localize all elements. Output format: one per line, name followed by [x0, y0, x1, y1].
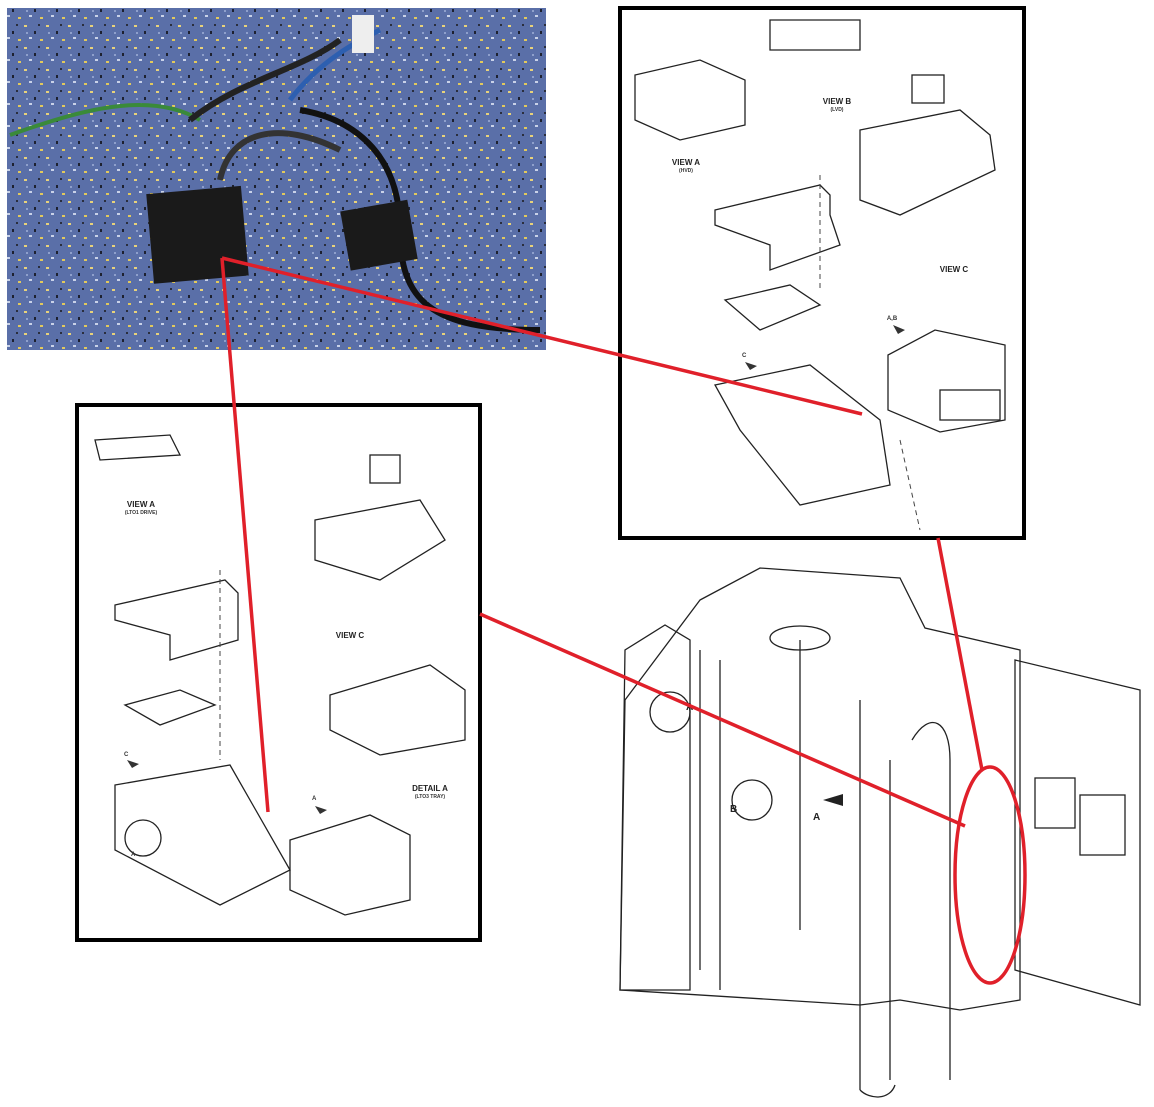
view-b-subtitle: (LVD) — [831, 107, 844, 113]
red-callout-lines — [220, 256, 1027, 985]
left-view-c-title: VIEW C — [336, 631, 365, 640]
view-a-subtitle: (HVD) — [679, 168, 693, 174]
view-a-title: VIEW A — [672, 158, 700, 167]
arrow-c-label: C — [742, 353, 747, 359]
arrow-ab-label: A,B — [887, 316, 898, 322]
left-arrow-c-icon — [127, 760, 139, 768]
detail-a-subtitle: (LTO3 TRAY) — [415, 794, 446, 800]
cabinet-arrow-a-icon — [823, 794, 843, 806]
arrow-c-icon — [745, 362, 757, 370]
left-view-a-title: VIEW A — [127, 500, 155, 509]
arrow-ab-icon — [893, 325, 905, 334]
left-arrow-a-icon — [315, 806, 327, 814]
cabinet-arrow-a-label: A — [813, 812, 820, 823]
callout-b-label: B — [730, 804, 737, 815]
view-b-title: VIEW B — [823, 97, 852, 106]
circle-a-label: A — [131, 852, 136, 858]
left-view-a-subtitle: (LTO1 DRIVE) — [125, 510, 158, 516]
top-exploded-view-panel: VIEW A (HVD) VIEW B (LVD) VIEW C A,B C — [618, 6, 1026, 540]
detail-a-title: DETAIL A — [412, 784, 448, 793]
left-arrow-a-label: A — [312, 796, 317, 802]
left-exploded-view-panel: VIEW A (LTO1 DRIVE) VIEW C DETAIL A (LTO… — [75, 403, 482, 942]
cable-harness-photo — [7, 8, 546, 350]
library-cabinet-illustration: A B A — [619, 567, 1141, 1098]
highlight-ellipse — [953, 765, 1027, 985]
left-arrow-c-label: C — [124, 752, 129, 758]
view-c-title: VIEW C — [940, 265, 969, 274]
